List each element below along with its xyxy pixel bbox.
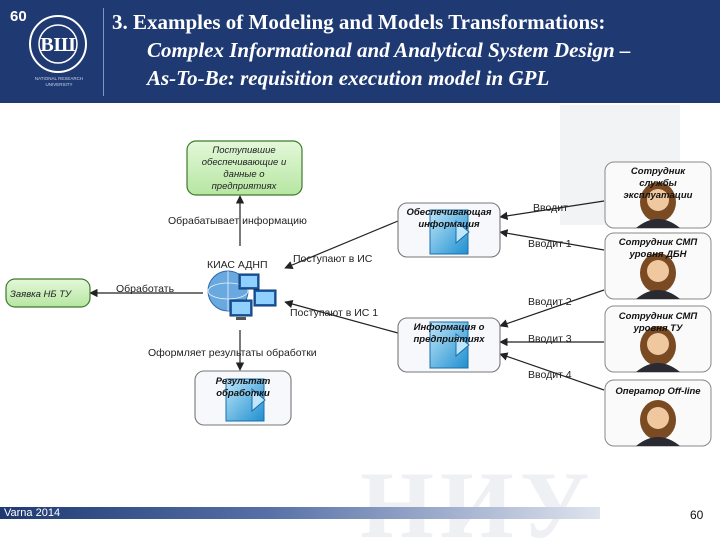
label-process: Обработать xyxy=(116,283,175,295)
label-inputs1: Вводит 1 xyxy=(528,238,572,250)
edge-inputs1 xyxy=(499,229,605,251)
incoming-data-line: предприятиях xyxy=(212,181,278,192)
actor-4-line: Оператор Off-line xyxy=(615,386,701,397)
request-label: Заявка НБ ТУ xyxy=(10,289,72,300)
result-line: обработки xyxy=(216,388,270,399)
document-arrow-icon xyxy=(429,321,470,369)
globe-computers-icon xyxy=(207,270,277,320)
incoming-data-line: обеспечивающие и xyxy=(202,157,287,168)
title-line-1: 3. Examples of Modeling and Models Trans… xyxy=(112,10,606,34)
university-logo-icon: ВШ xyxy=(29,15,87,73)
support-info-line: информация xyxy=(418,219,480,230)
slide-header: 60 ВШ NATIONAL RESEARCH UNIVERSITY 3. Ex… xyxy=(0,0,720,103)
edge-inputs2 xyxy=(499,289,605,328)
node-system: КИАС АДНП xyxy=(207,259,277,320)
incoming-data-line: Поступившие xyxy=(212,145,275,156)
actor-operations-staff: Сотрудник службы эксплуатации xyxy=(604,161,712,229)
title-line-3: As-To-Be: requisition execution model in… xyxy=(147,66,550,90)
edge-enter-is1 xyxy=(284,299,399,334)
node-support-info: Обеспечивающая информация xyxy=(397,202,501,258)
label-inputs: Вводит xyxy=(533,202,568,214)
result-line: Результат xyxy=(216,376,271,387)
edge-enter-is xyxy=(284,220,399,269)
university-caption-line: UNIVERSITY xyxy=(45,82,73,87)
footer-location: Varna 2014 xyxy=(4,507,61,519)
actor-2-line: Сотрудник СМП xyxy=(619,237,698,248)
edge-inputs xyxy=(499,200,605,221)
label-inputs3: Вводит 3 xyxy=(528,333,572,345)
document-arrow-icon xyxy=(429,209,470,255)
edge-inputs4 xyxy=(499,352,605,391)
node-result: Результат обработки xyxy=(194,370,292,426)
footer-bar xyxy=(0,507,600,519)
person-icon xyxy=(636,400,680,446)
university-caption-line: NATIONAL RESEARCH xyxy=(34,76,84,81)
connectors xyxy=(89,195,605,391)
slide-number: 60 xyxy=(10,8,27,25)
process-diagram: Обрабатывает информацию Обработать Посту… xyxy=(5,140,712,447)
company-info-line: предприятиях xyxy=(413,334,485,345)
system-label: КИАС АДНП xyxy=(207,259,268,271)
label-formats-result: Оформляет результаты обработки xyxy=(148,347,317,359)
university-caption: NATIONAL RESEARCH UNIVERSITY xyxy=(14,76,104,88)
incoming-data-line: данные о xyxy=(223,169,264,180)
node-request: Заявка НБ ТУ xyxy=(5,278,91,308)
header-divider xyxy=(103,8,104,96)
node-incoming-data: Поступившие обеспечивающие и данные о пр… xyxy=(186,140,303,196)
actor-1-line: эксплуатации xyxy=(624,190,693,201)
label-enter-is1: Поступают в ИС 1 xyxy=(290,307,378,319)
person-icon xyxy=(636,253,680,299)
actor-3-line: Сотрудник СМП xyxy=(619,311,698,322)
actor-2-line: уровня ДБН xyxy=(628,249,687,260)
footer-page-number: 60 xyxy=(690,508,704,522)
actor-3-line: уровня ТУ xyxy=(633,323,684,334)
label-inputs2: Вводит 2 xyxy=(528,296,572,308)
label-enter-is: Поступают в ИС xyxy=(293,253,373,265)
actor-offline-operator: Оператор Off-line xyxy=(604,379,712,447)
label-inputs4: Вводит 4 xyxy=(528,369,572,381)
document-arrow-icon xyxy=(225,378,266,422)
title-line-2: Complex Informational and Analytical Sys… xyxy=(147,38,631,62)
actor-smp-tu: Сотрудник СМП уровня ТУ xyxy=(604,305,712,373)
actor-1-line: службы xyxy=(639,178,677,189)
node-company-info: Информация о предприятиях xyxy=(397,317,501,373)
actor-smp-dbn: Сотрудник СМП уровня ДБН xyxy=(604,232,712,300)
actor-1-line: Сотрудник xyxy=(631,166,686,177)
slide-title: 3. Examples of Modeling and Models Trans… xyxy=(112,8,712,92)
company-info-line: Информация о xyxy=(414,322,485,333)
svg-text:ВШ: ВШ xyxy=(40,34,75,56)
support-info-line: Обеспечивающая xyxy=(406,207,491,218)
person-icon xyxy=(636,182,680,228)
person-icon xyxy=(636,326,680,372)
label-processes-info: Обрабатывает информацию xyxy=(168,215,307,227)
